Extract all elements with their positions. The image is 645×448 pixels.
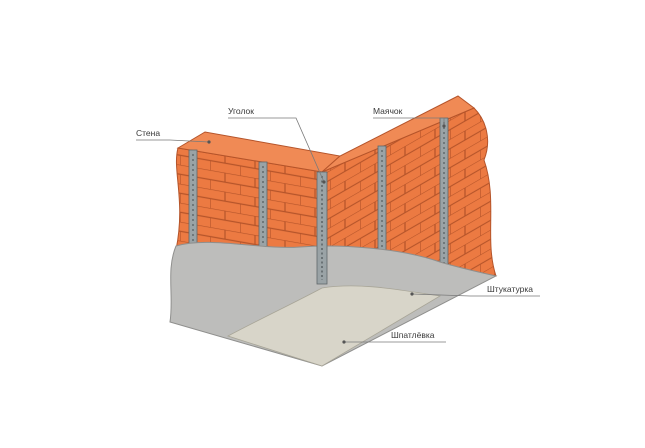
left-brick-wall <box>175 131 342 269</box>
label-putty: Шпатлёвка <box>342 330 446 344</box>
label-plaster: Штукатурка <box>410 284 540 297</box>
beacon-profile <box>439 117 449 269</box>
label-wall: Стена <box>136 128 211 144</box>
beacon-profiles <box>188 117 449 269</box>
label-beacon: Маячок <box>373 106 446 128</box>
label-wall-text: Стена <box>136 128 160 138</box>
putty-layer <box>226 285 442 367</box>
label-corner-text: Уголок <box>228 106 254 116</box>
beacon-profile <box>258 161 268 255</box>
right-brick-wall <box>321 95 497 277</box>
label-beacon-text: Маячок <box>373 106 403 116</box>
corner-bead <box>316 171 328 285</box>
beacon-profile <box>377 145 387 255</box>
label-plaster-text: Штукатурка <box>487 284 533 294</box>
label-putty-text: Шпатлёвка <box>391 330 435 340</box>
right-wall-top <box>321 95 475 173</box>
label-corner: Уголок <box>228 106 326 184</box>
beacon-profile <box>188 149 198 246</box>
